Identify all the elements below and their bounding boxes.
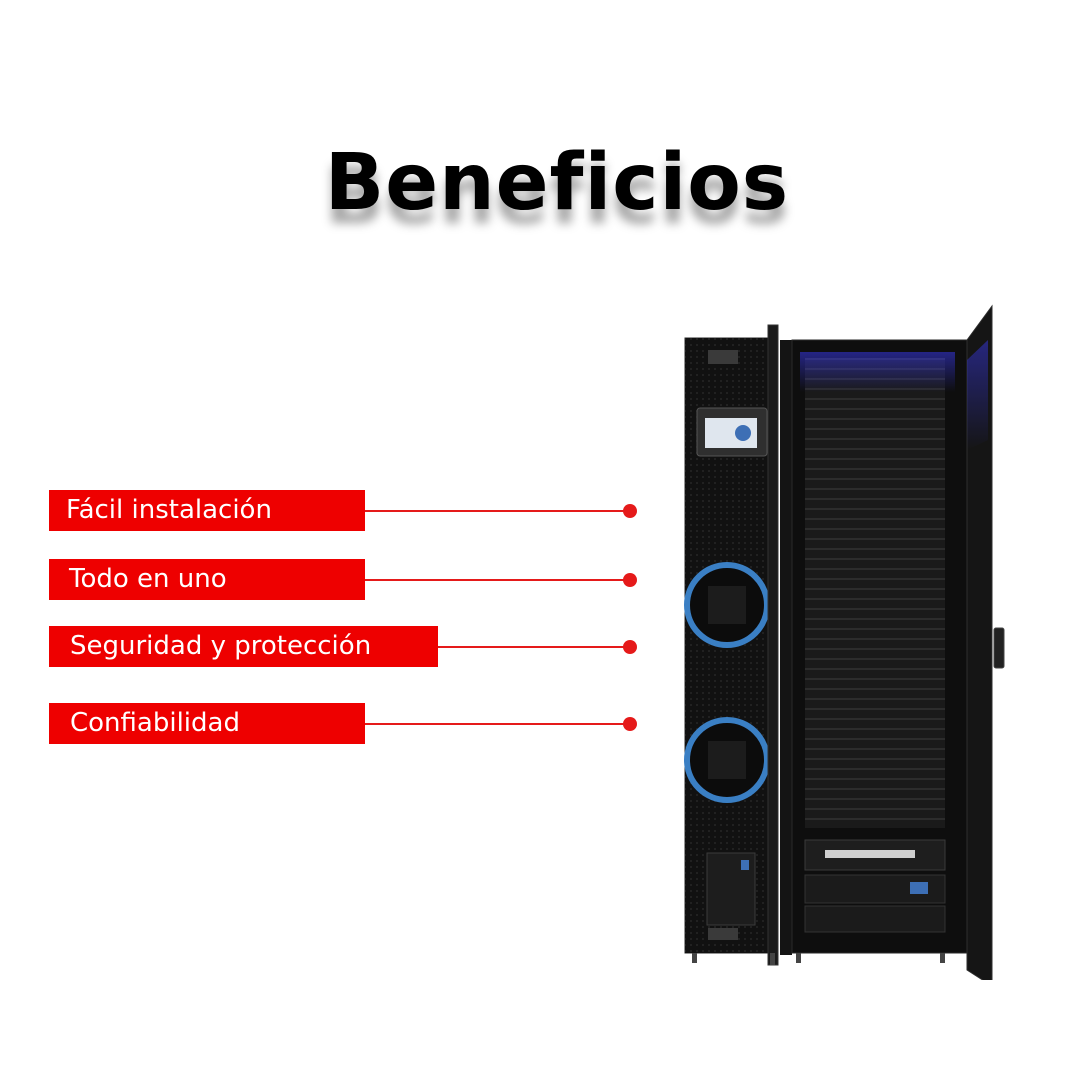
connector-dot — [623, 717, 637, 731]
benefit-label: Fácil instalación — [49, 490, 365, 531]
benefit-label: Todo en uno — [49, 559, 365, 600]
connector-line — [365, 723, 630, 725]
benefit-label: Confiabilidad — [49, 703, 365, 744]
connector-line — [438, 646, 630, 648]
page-title: Beneficios — [324, 138, 790, 228]
benefit-label: Seguridad y protección — [49, 626, 438, 667]
server-rack-cabinet-icon — [670, 300, 1015, 980]
connector-line — [365, 510, 630, 512]
connector-dot — [623, 504, 637, 518]
connector-dot — [623, 573, 637, 587]
connector-line — [365, 579, 630, 581]
connector-dot — [623, 640, 637, 654]
